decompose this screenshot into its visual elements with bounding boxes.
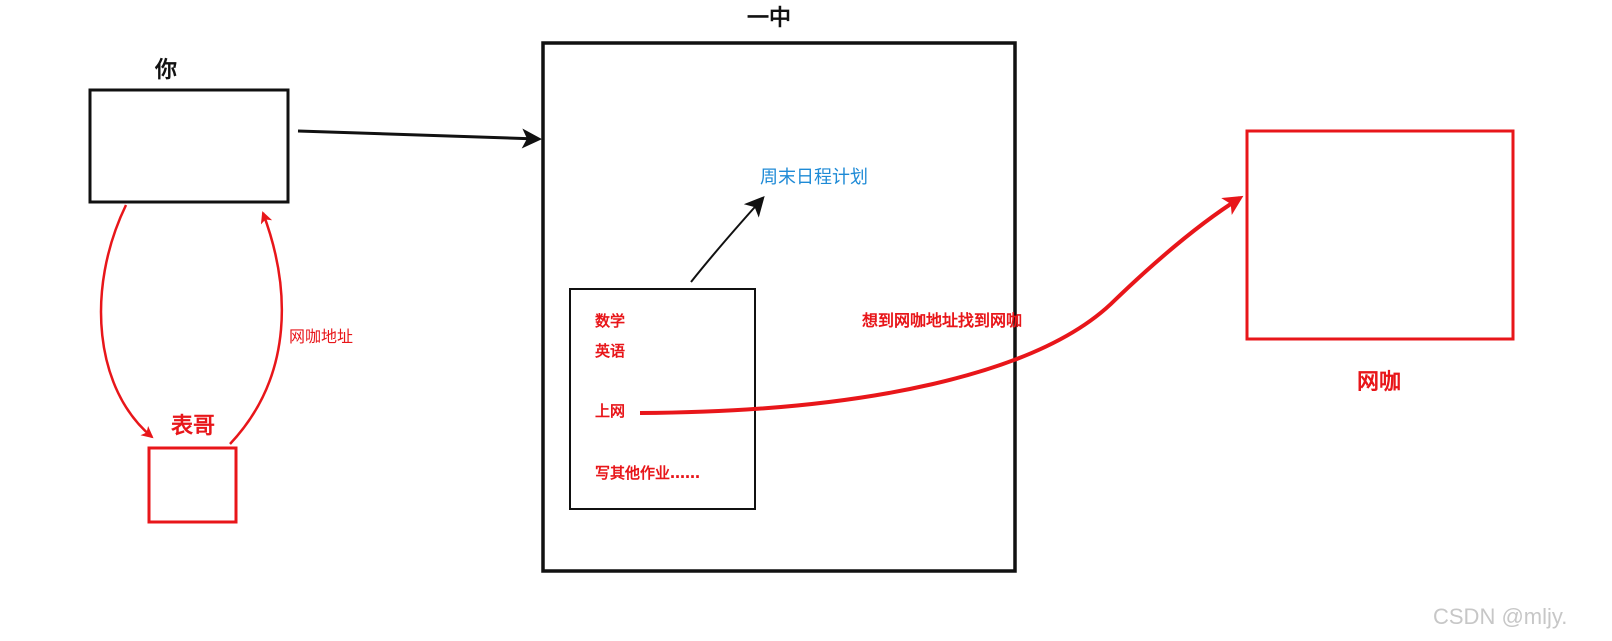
you-label: 你	[155, 58, 178, 83]
plan-item-math: 数学	[595, 312, 626, 330]
plan-item-surf: 上网	[595, 402, 626, 420]
arrow-surf-to-internet-cafe	[639, 195, 1244, 415]
weekend-plan-label: 周末日程计划	[760, 167, 868, 188]
internet-cafe-label: 网咖	[1357, 370, 1402, 395]
watermark: CSDN @mljy.	[1433, 604, 1568, 629]
internet-cafe-box	[1245, 129, 1515, 341]
cousin-label: 表哥	[171, 414, 216, 439]
find-cafe-edge-label: 想到网咖地址找到网咖	[862, 311, 1023, 330]
school-label: 一中	[747, 6, 792, 31]
school-box	[541, 41, 1017, 573]
arrow-you-to-cousin	[99, 204, 154, 439]
arrow-plan-to-weekend-plan	[690, 196, 765, 283]
cousin-box	[147, 446, 238, 524]
cafe-address-edge-label: 网咖地址	[289, 327, 354, 346]
arrow-you-to-school	[297, 128, 542, 149]
plan-item-homework: 写其他作业……	[595, 464, 701, 482]
arrow-cousin-to-you	[229, 211, 284, 445]
plan-item-english: 英语	[595, 342, 626, 360]
plan-box	[569, 288, 756, 510]
you-box	[88, 88, 290, 204]
